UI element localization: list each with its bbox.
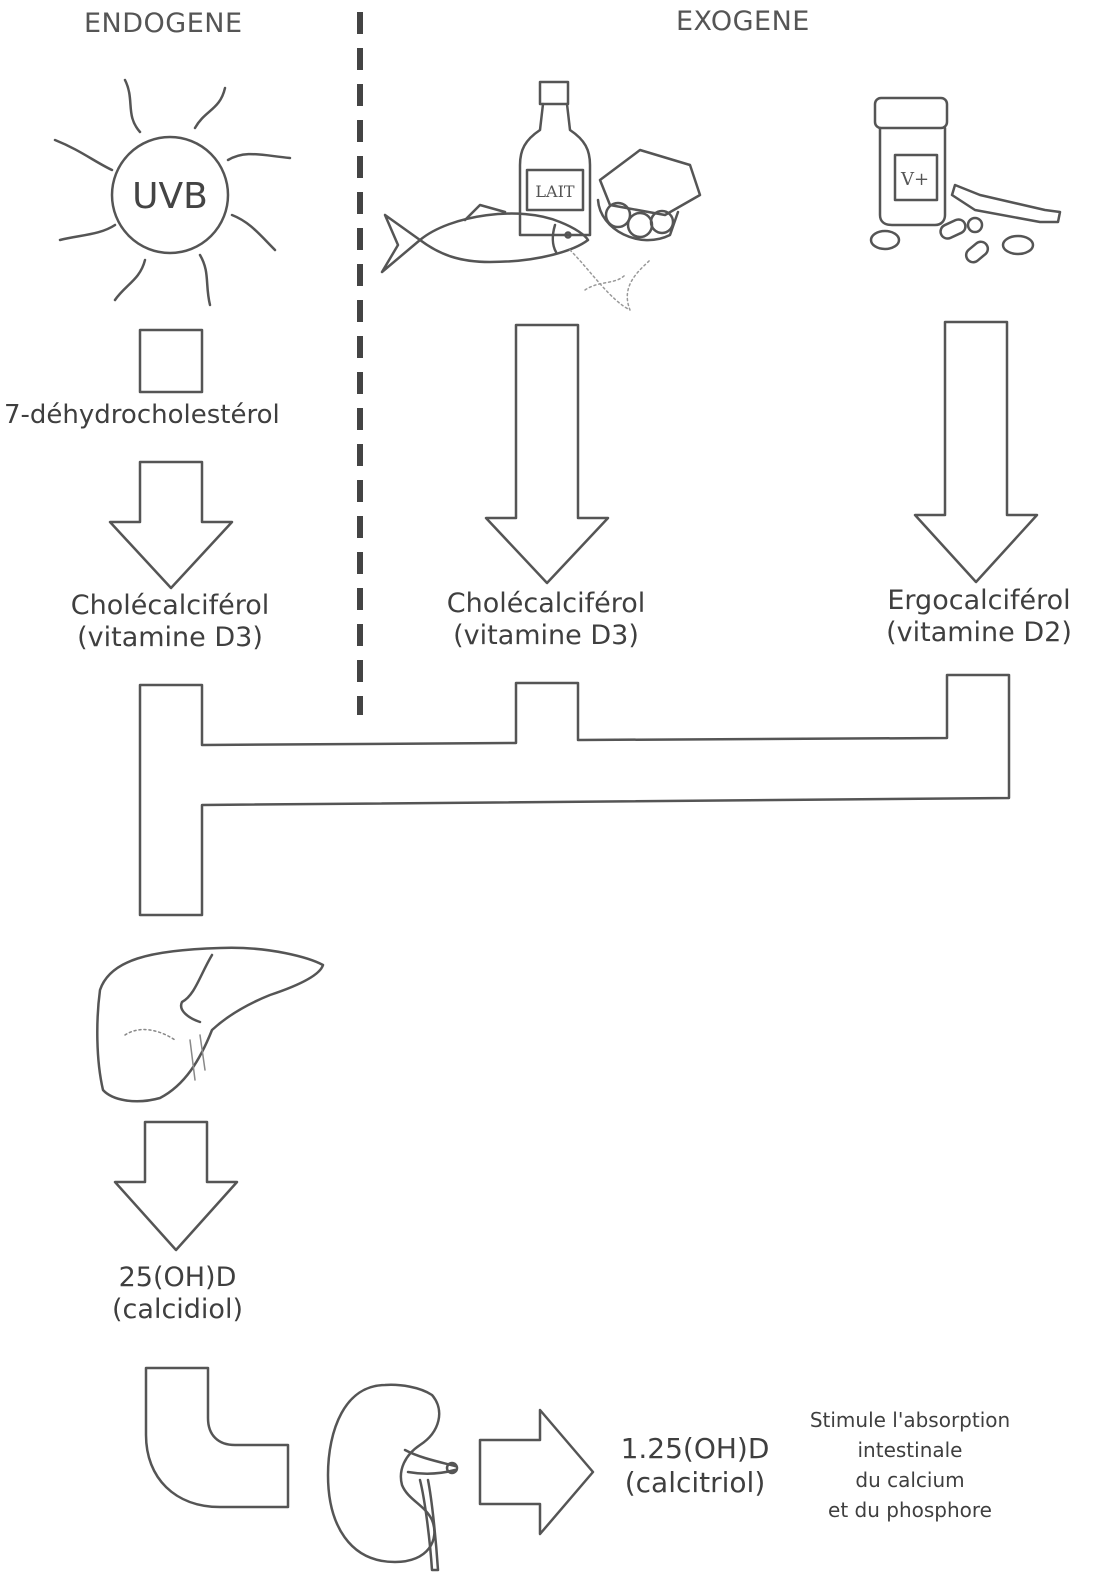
arrow-dehydro-to-chole	[110, 462, 232, 588]
merge-connector	[140, 675, 1009, 915]
calcitriol-line2: (calcitriol)	[600, 1466, 790, 1500]
ergo-line2: (vitamine D2)	[860, 617, 1098, 649]
chole-endo-line2: (vitamine D3)	[40, 622, 300, 654]
milk-bottle-icon	[520, 82, 590, 235]
dehydro-label: 7-déhydrocholestérol	[4, 400, 280, 431]
kidney-icon	[328, 1385, 457, 1570]
uvb-label: UVB	[132, 176, 208, 217]
ergo-line1: Ergocalciférol	[860, 585, 1098, 617]
effect-line4: et du phosphore	[790, 1495, 1030, 1525]
arrow-food-to-chole	[486, 325, 608, 583]
vegetables-icon	[570, 250, 650, 310]
molecule-box	[140, 330, 202, 392]
chole-endo-line1: Cholécalciférol	[40, 590, 300, 622]
eggs-icon	[598, 150, 700, 240]
chole-exo-label: Cholécalciférol (vitamine D3)	[415, 588, 677, 653]
exogene-header: EXOGENE	[676, 6, 810, 38]
ampoule-icon	[952, 185, 1060, 222]
effect-line2: intestinale	[790, 1435, 1030, 1465]
fish-icon	[382, 205, 588, 272]
chole-endo-label: Cholécalciférol (vitamine D3)	[40, 590, 300, 655]
arrow-calcidiol-to-kidney	[146, 1368, 288, 1507]
chole-exo-line2: (vitamine D3)	[415, 620, 677, 652]
arrow-supplements-to-ergo	[915, 322, 1037, 582]
lait-label: LAIT	[535, 182, 575, 201]
pill-bottle-label: V+	[900, 169, 929, 190]
endogene-header: ENDOGENE	[84, 8, 243, 40]
effect-line1: Stimule l'absorption	[790, 1405, 1030, 1435]
calcidiol-line1: 25(OH)D	[80, 1262, 275, 1294]
effect-line3: du calcium	[790, 1465, 1030, 1495]
calcitriol-label: 1.25(OH)D (calcitriol)	[600, 1432, 790, 1499]
calcitriol-line1: 1.25(OH)D	[600, 1432, 790, 1466]
ergo-label: Ergocalciférol (vitamine D2)	[860, 585, 1098, 650]
effect-label: Stimule l'absorption intestinale du calc…	[790, 1405, 1030, 1525]
pill-bottle-icon	[875, 98, 947, 225]
arrow-kidney-to-calcitriol	[480, 1410, 593, 1534]
arrow-liver-to-calcidiol	[115, 1122, 237, 1250]
liver-icon	[97, 948, 323, 1101]
chole-exo-line1: Cholécalciférol	[415, 588, 677, 620]
calcidiol-line2: (calcidiol)	[80, 1294, 275, 1326]
calcidiol-label: 25(OH)D (calcidiol)	[80, 1262, 275, 1327]
